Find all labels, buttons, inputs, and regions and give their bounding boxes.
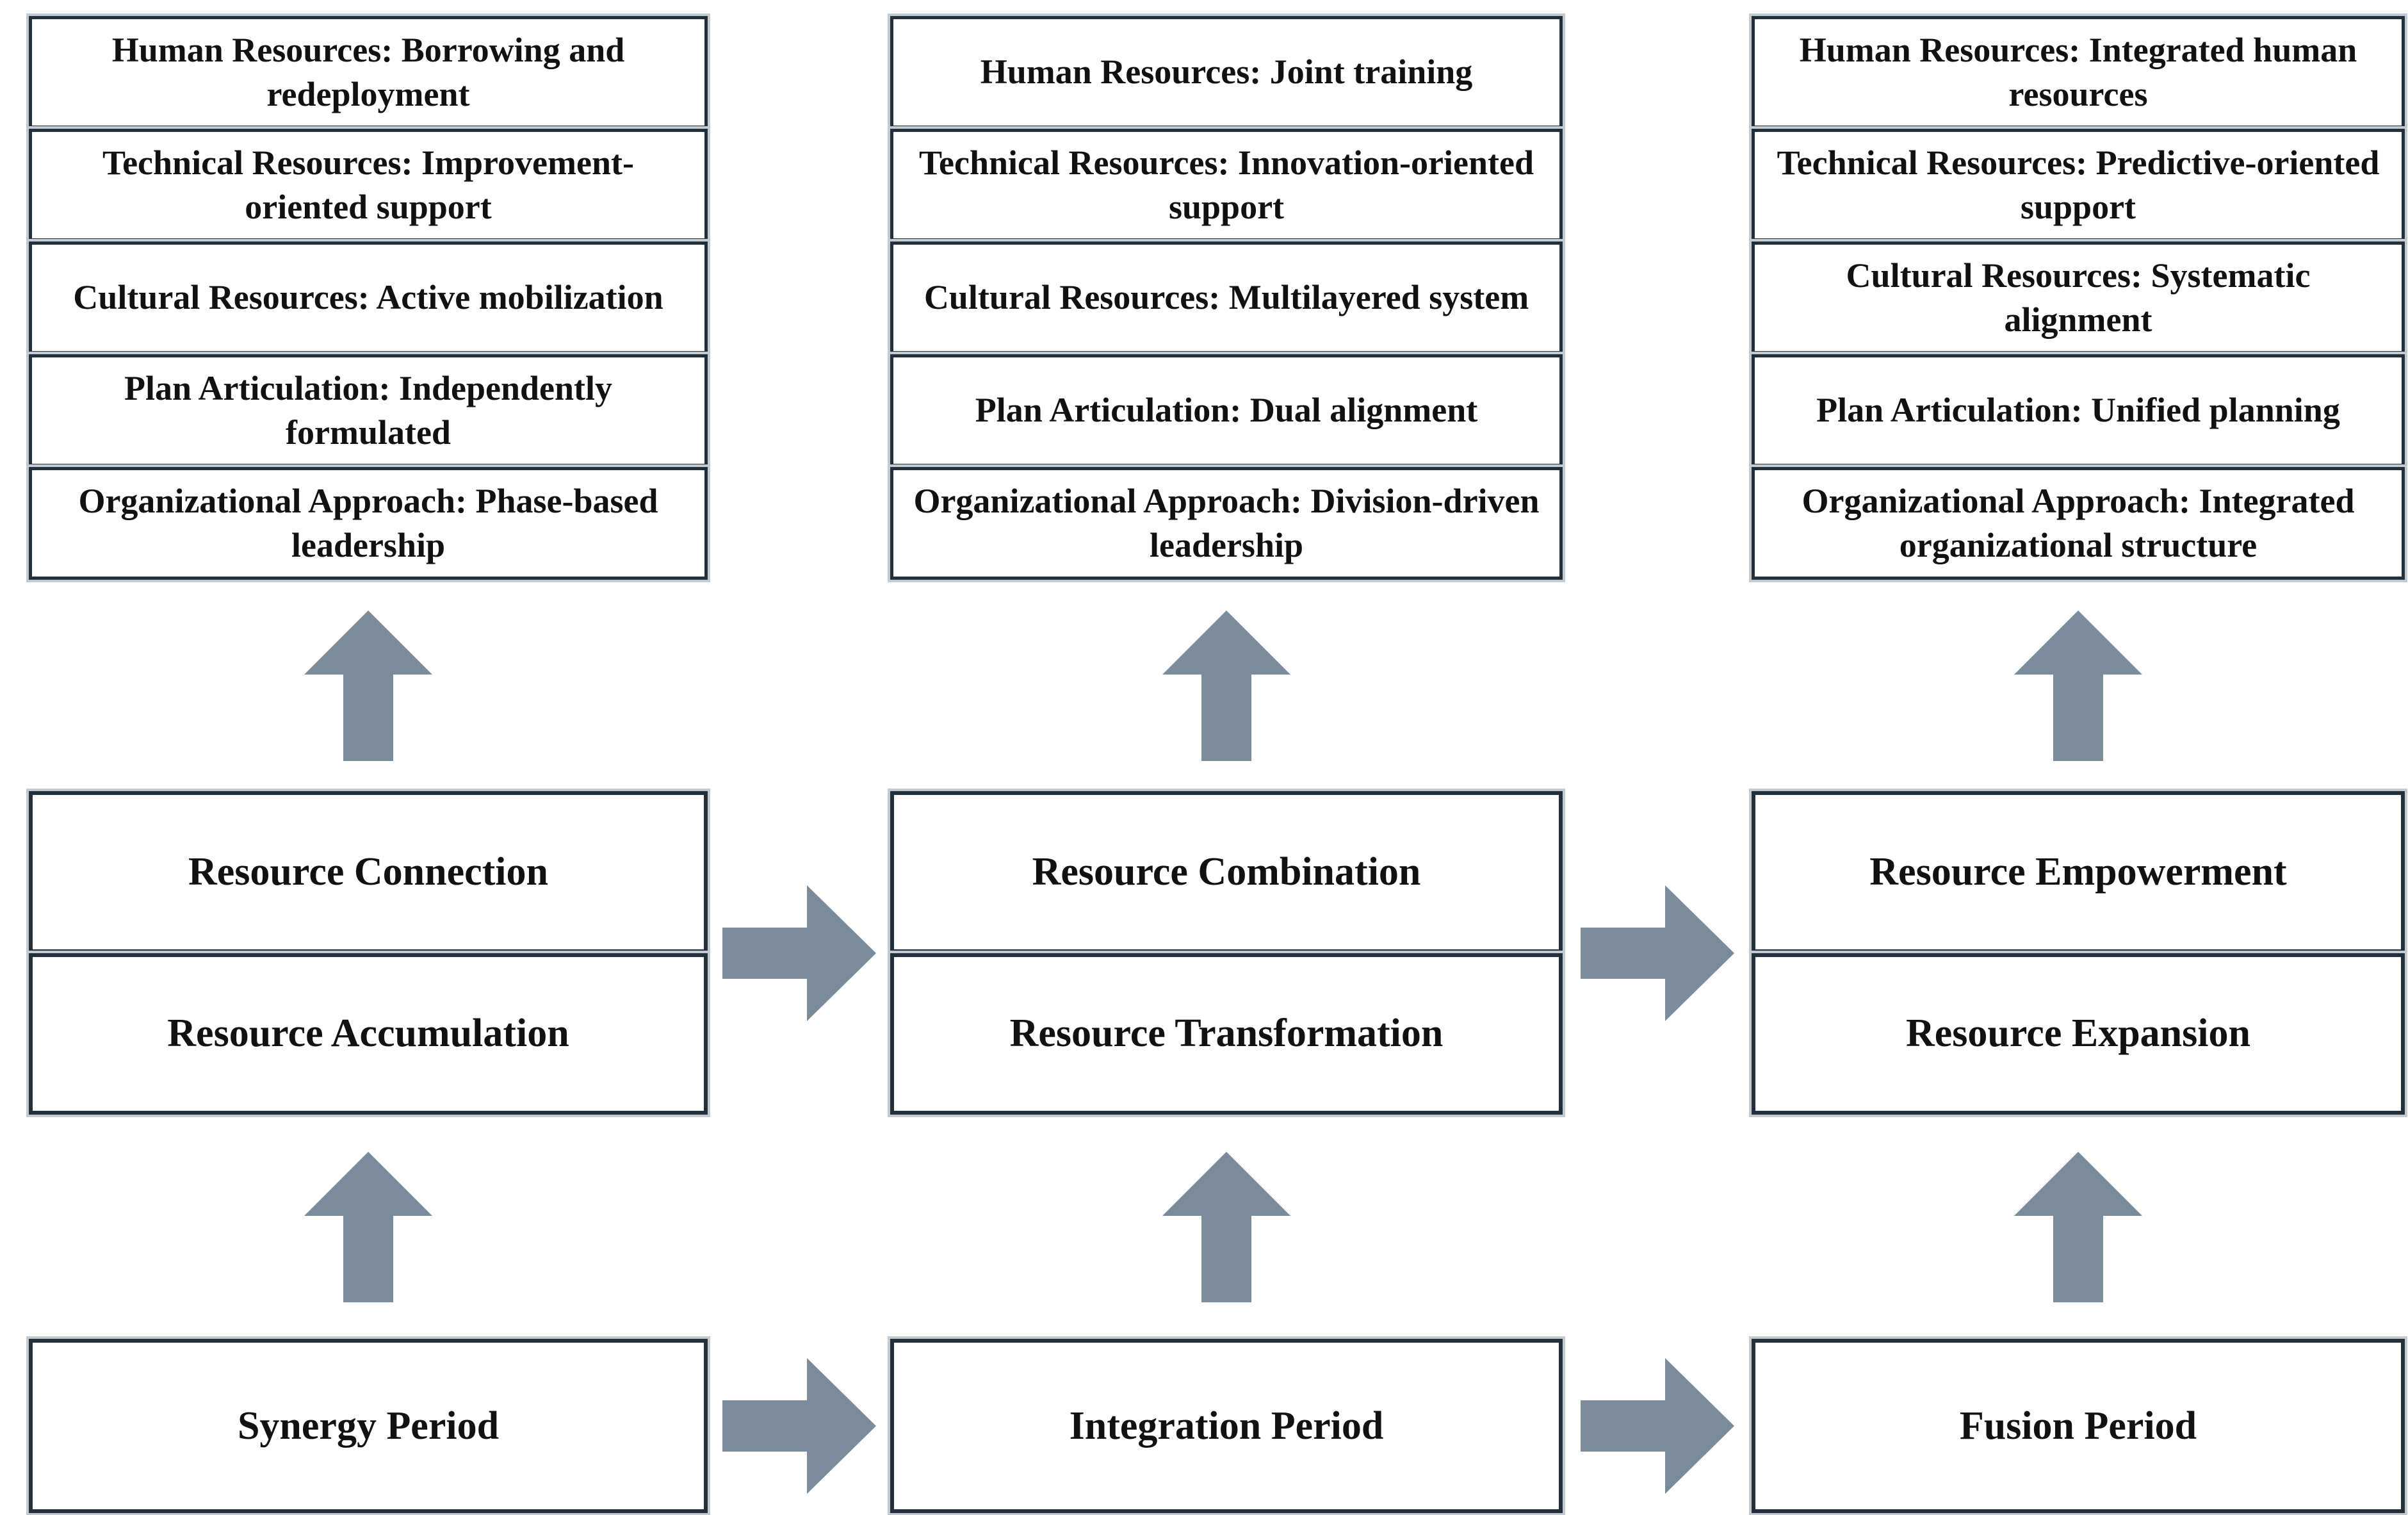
stage-label: Resource Empowerment xyxy=(1869,849,2287,894)
attribute-box: Technical Resources: Improvement-oriente… xyxy=(29,129,708,242)
up-arrow-icon xyxy=(29,1115,708,1339)
attribute-box: Organizational Approach: Integrated orga… xyxy=(1752,467,2405,580)
stage-label: Resource Accumulation xyxy=(167,1011,569,1056)
right-arrow-icon xyxy=(1563,1339,1752,1513)
attribute-label: Human Resources: Joint training xyxy=(980,53,1473,92)
stage-box-top: Resource Connection xyxy=(29,791,708,953)
right-arrow-icon xyxy=(708,791,890,1115)
period-label: Integration Period xyxy=(1069,1404,1384,1448)
attribute-box: Organizational Approach: Phase-based lea… xyxy=(29,467,708,580)
attribute-box: Technical Resources: Predictive-oriented… xyxy=(1752,129,2405,242)
period-box-synergy: Synergy Period xyxy=(29,1339,708,1513)
right-arrow-icon xyxy=(708,1339,890,1513)
period-box-fusion: Fusion Period xyxy=(1752,1339,2405,1513)
stage-box-bottom: Resource Transformation xyxy=(890,953,1563,1115)
attribute-label: Technical Resources: Innovation-oriented… xyxy=(918,143,1534,226)
attribute-label: Plan Articulation: Dual alignment xyxy=(975,391,1478,430)
attribute-box: Human Resources: Joint training xyxy=(890,16,1563,129)
attribute-label: Organizational Approach: Phase-based lea… xyxy=(78,481,658,564)
attribute-box: Human Resources: Integrated human resour… xyxy=(1752,16,2405,129)
up-arrow-icon xyxy=(1752,1115,2405,1339)
up-arrow-icon xyxy=(29,580,708,791)
stage-box-synergy: Resource Connection Resource Accumulatio… xyxy=(29,791,708,1115)
stage-box-integration: Resource Combination Resource Transforma… xyxy=(890,791,1563,1115)
attribute-label: Technical Resources: Predictive-oriented… xyxy=(1777,143,2380,226)
attribute-box: Human Resources: Borrowing and redeploym… xyxy=(29,16,708,129)
attribute-label: Organizational Approach: Integrated orga… xyxy=(1802,481,2355,564)
attribute-label: Human Resources: Integrated human resour… xyxy=(1799,30,2357,113)
stage-label: Resource Combination xyxy=(1032,849,1421,894)
up-arrow-icon xyxy=(890,1115,1563,1339)
attribute-box: Organizational Approach: Division-driven… xyxy=(890,467,1563,580)
period-label: Synergy Period xyxy=(237,1404,500,1448)
period-label: Fusion Period xyxy=(1959,1404,2197,1448)
stage-box-fusion: Resource Empowerment Resource Expansion xyxy=(1752,791,2405,1115)
attribute-stack-synergy: Human Resources: Borrowing and redeploym… xyxy=(29,16,708,580)
attribute-label: Cultural Resources: Active mobilization xyxy=(73,278,663,317)
stage-box-bottom: Resource Expansion xyxy=(1752,953,2405,1115)
attribute-box: Plan Articulation: Independently formula… xyxy=(29,354,708,467)
attribute-label: Plan Articulation: Unified planning xyxy=(1816,391,2340,430)
attribute-box: Plan Articulation: Dual alignment xyxy=(890,354,1563,467)
attribute-box: Cultural Resources: Multilayered system xyxy=(890,242,1563,354)
attribute-label: Human Resources: Borrowing and redeploym… xyxy=(111,30,625,113)
stage-label: Resource Expansion xyxy=(1906,1011,2250,1056)
attribute-label: Organizational Approach: Division-driven… xyxy=(913,481,1540,564)
stage-box-top: Resource Combination xyxy=(890,791,1563,953)
attribute-box: Technical Resources: Innovation-oriented… xyxy=(890,129,1563,242)
stage-label: Resource Transformation xyxy=(1009,1011,1444,1056)
attribute-label: Cultural Resources: Systematic alignment xyxy=(1846,256,2311,339)
attribute-stack-fusion: Human Resources: Integrated human resour… xyxy=(1752,16,2405,580)
up-arrow-icon xyxy=(1752,580,2405,791)
attribute-stack-integration: Human Resources: Joint training Technica… xyxy=(890,16,1563,580)
attribute-box: Cultural Resources: Active mobilization xyxy=(29,242,708,354)
right-arrow-icon xyxy=(1563,791,1752,1115)
period-box-integration: Integration Period xyxy=(890,1339,1563,1513)
attribute-label: Plan Articulation: Independently formula… xyxy=(124,368,613,452)
stage-box-top: Resource Empowerment xyxy=(1752,791,2405,953)
attribute-box: Plan Articulation: Unified planning xyxy=(1752,354,2405,467)
attribute-box: Cultural Resources: Systematic alignment xyxy=(1752,242,2405,354)
stage-box-bottom: Resource Accumulation xyxy=(29,953,708,1115)
up-arrow-icon xyxy=(890,580,1563,791)
attribute-label: Cultural Resources: Multilayered system xyxy=(923,278,1529,317)
attribute-label: Technical Resources: Improvement-oriente… xyxy=(102,143,634,226)
stage-label: Resource Connection xyxy=(188,849,548,894)
